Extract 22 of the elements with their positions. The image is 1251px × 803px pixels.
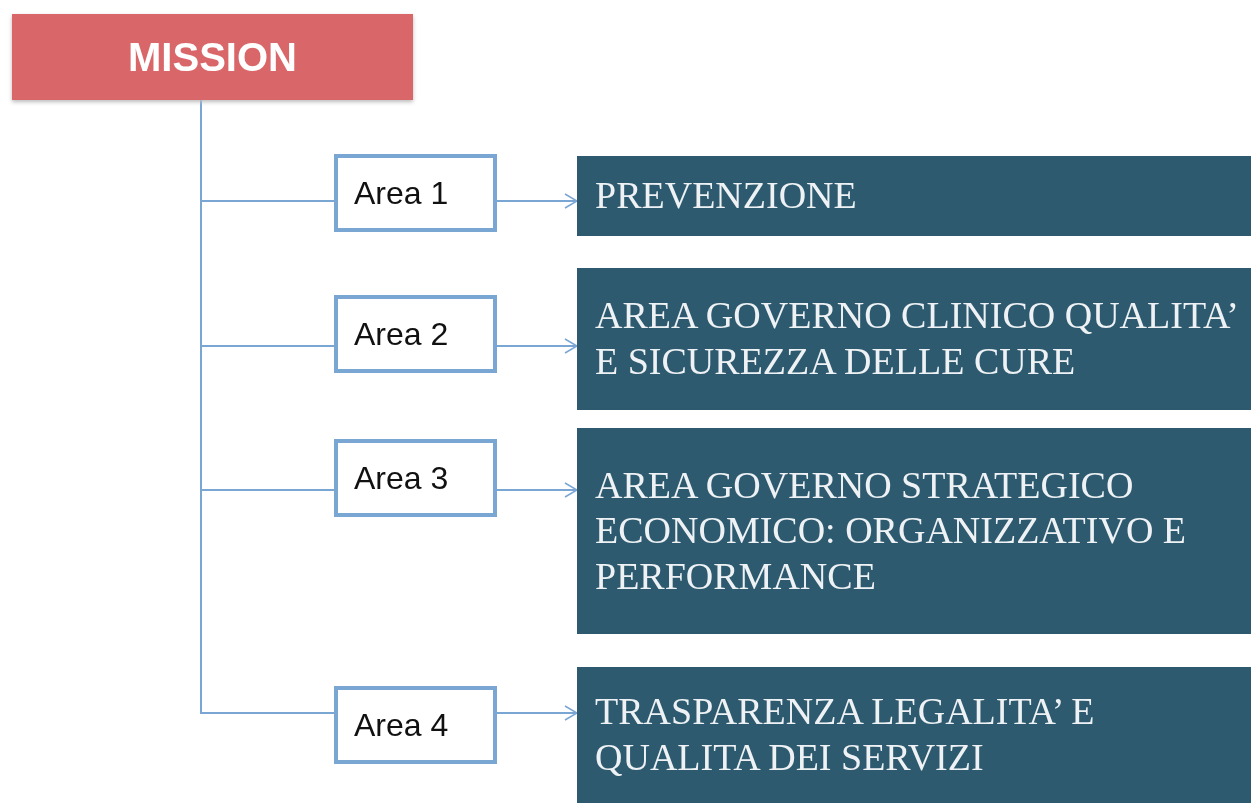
area-title: PREVENZIONE: [595, 173, 857, 219]
title-label: MISSION: [128, 34, 297, 80]
title-box: [12, 14, 413, 100]
area-box: [334, 154, 497, 232]
area-title-band: [577, 268, 1251, 410]
area-label: Area 1: [354, 174, 449, 212]
area-box: [334, 439, 497, 517]
area-title-band: [577, 156, 1251, 236]
area-title: AREA GOVERNO STRATEGICO ECONOMICO: ORGANIZZATIVO E PERFORMANCE: [595, 462, 1188, 599]
arrow: [496, 482, 578, 498]
area-title: AREA GOVERNO CLINICO QUALITA’ E SICUREZZA DELLE CURE: [595, 293, 1238, 384]
area-title-band: [577, 667, 1251, 803]
area-label: Area 4: [354, 706, 449, 744]
arrow: [496, 338, 578, 354]
area-label: Area 3: [354, 459, 449, 497]
arrow: [496, 193, 578, 209]
arrow: [496, 705, 578, 721]
area-box: [334, 295, 497, 373]
area-box: [334, 686, 497, 764]
area-title-band: [577, 428, 1251, 634]
area-title: TRASPARENZA LEGALITA’ E QUALITA DEI SERVIZI: [595, 689, 1096, 780]
area-label: Area 2: [354, 315, 449, 353]
